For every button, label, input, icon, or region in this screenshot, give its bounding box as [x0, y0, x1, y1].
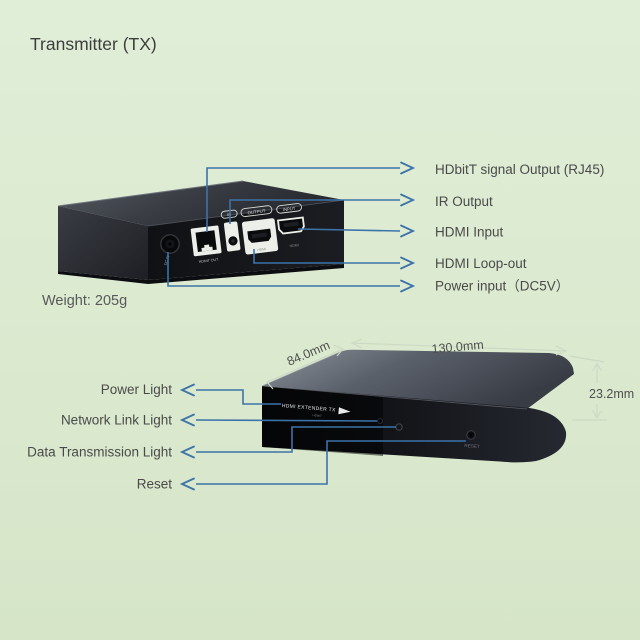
- callout-line-hdmi-input: [297, 228, 401, 232]
- dim-arrow-icon: [333, 344, 344, 357]
- callout-line-rj45: [206, 167, 400, 232]
- callout-line-reset: [196, 440, 466, 485]
- height-ext-top: [569, 355, 605, 363]
- rj45-notch: [201, 244, 213, 252]
- network-link-led: [377, 418, 383, 424]
- callout-label-data-transmission: Data Transmission Light: [27, 445, 172, 460]
- top-left-edge-highlight: [261, 351, 341, 387]
- device-left-face: [58, 206, 148, 280]
- device-logo: HDMI EXTENDER TX HDbitT: [282, 403, 351, 418]
- page-title: Transmitter (TX): [30, 34, 157, 54]
- arrow-right-icon: [400, 193, 416, 207]
- dim-arrow-icon: [555, 345, 568, 356]
- reset-print-label: RESET: [464, 443, 480, 449]
- back-view-callouts: HDbitT signal Output (RJ45) IR Output HD…: [167, 161, 604, 294]
- reset-button-hole: RESET: [464, 430, 480, 449]
- ir-port: IR: [220, 209, 241, 252]
- callout-line-ir: [229, 199, 400, 224]
- callout-label-power: Power input（DC5V）: [435, 279, 569, 294]
- input-pill-outline: [276, 203, 302, 214]
- callout-label-reset: Reset: [137, 477, 173, 492]
- logo-text: HDMI EXTENDER TX: [282, 403, 337, 414]
- dc-in-label: DC IN: [163, 255, 170, 266]
- callout-label-hdmi-loopout: HDMI Loop-out: [435, 256, 527, 271]
- device-top-face: [262, 349, 574, 409]
- arrow-left-icon: [179, 477, 195, 491]
- dim-arrow-icon: [591, 362, 603, 372]
- rj45-port: HDbitT OUT: [190, 225, 222, 264]
- callout-line-power: [167, 252, 400, 287]
- output-pill-label: OUTPUT: [247, 208, 266, 215]
- front-view-device: HDMI EXTENDER TX HDbitT RESET: [261, 349, 574, 463]
- hdmi-loopout-port: OUTPUT HDMI: [240, 205, 279, 255]
- arrow-right-icon: [400, 161, 416, 175]
- output-pill-outline: [240, 205, 273, 217]
- rj45-label: HDbitT OUT: [199, 257, 220, 263]
- device-top-face: [58, 181, 344, 226]
- device-base: [58, 264, 344, 284]
- logo-subtext: HDbitT: [312, 413, 322, 418]
- top-edge-highlight: [57, 180, 244, 207]
- width-dim-line: [351, 342, 567, 352]
- loopout-hdmi-label: HDMI: [257, 247, 266, 252]
- callout-label-ir: IR Output: [435, 194, 493, 209]
- callout-line-network-link: [195, 419, 378, 422]
- front-view-callouts: Power Light Network Link Light Data Tran…: [27, 382, 466, 492]
- callout-label-network-link: Network Link Light: [61, 413, 172, 428]
- arrow-right-icon: [400, 279, 416, 293]
- arrow-right-icon: [400, 256, 416, 270]
- arrow-left-icon: [179, 445, 195, 459]
- input-pill-label: INPUT: [283, 206, 297, 213]
- width-dim-label: 130.0mm: [431, 338, 484, 356]
- callout-label-power-light: Power Light: [101, 382, 173, 397]
- dim-arrow-icon: [266, 377, 277, 390]
- callout-line-data-transmission: [196, 426, 396, 453]
- callout-label-rj45: HDbitT signal Output (RJ45): [435, 162, 604, 177]
- hdmi-input-port: INPUT HDMI: [276, 203, 305, 248]
- arrow-left-icon: [179, 413, 195, 427]
- logo-arrow-icon: [338, 407, 351, 415]
- depth-dim-line: [266, 348, 344, 383]
- front-top-edge-highlight: [261, 385, 528, 410]
- callout-label-hdmi-input: HDMI Input: [435, 225, 504, 240]
- input-hdmi-label: HDMI: [289, 243, 299, 248]
- callout-line-power-light: [196, 389, 281, 405]
- dc-power-jack: DC IN: [160, 234, 180, 266]
- dim-arrow-icon: [591, 410, 603, 420]
- weight-label: Weight: 205g: [42, 293, 127, 309]
- arrow-right-icon: [400, 224, 416, 238]
- panel-edge-highlight: [147, 199, 345, 227]
- height-dim-label: 23.2mm: [589, 387, 634, 401]
- callout-line-hdmi-loopout: [253, 249, 400, 264]
- back-view-device: DC IN HDbitT OUT IR OUTPUT HDMI: [57, 180, 345, 284]
- arrow-left-icon: [179, 383, 195, 397]
- dim-arrow-icon: [350, 338, 363, 349]
